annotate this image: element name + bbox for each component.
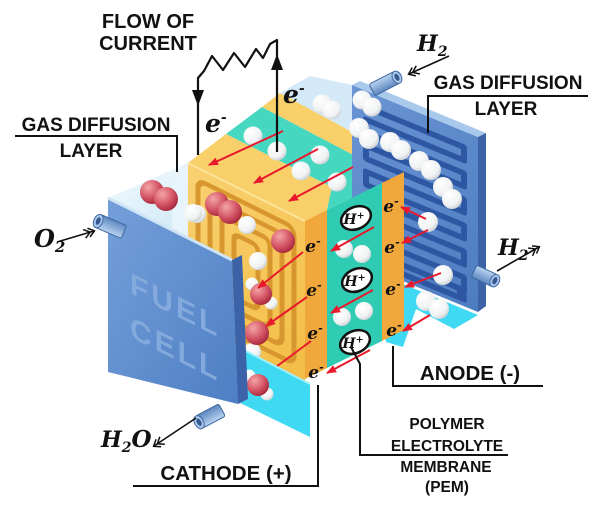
cathode-label: CATHODE (+) (160, 462, 291, 485)
o2-inlet-pipe (92, 213, 127, 239)
text-labels: FLOW OF CURRENT GAS DIFFUSION LAYER GAS … (22, 11, 583, 496)
svg-text:e-: e- (386, 319, 402, 341)
h2-outlet-label: H2 (497, 235, 529, 264)
gdl-left-connector (15, 135, 178, 172)
plate-top-face (352, 81, 486, 137)
electron-arrow-down (192, 90, 204, 106)
h2-inlet-label: H2 (416, 31, 448, 60)
gdl-left-label: GAS DIFFUSION (22, 115, 171, 136)
pem-connector (350, 346, 508, 456)
end-plate-side-face (232, 255, 248, 404)
end-plate-front-face (108, 198, 238, 404)
proton-badge: H+ (340, 266, 374, 294)
h2-outlet-arrow (496, 247, 539, 272)
anode-connector (392, 346, 543, 387)
fuel-cell-end-plate: FUEL CELL (92, 196, 248, 430)
label-connectors (15, 95, 588, 487)
anode-label: ANODE (-) (420, 362, 520, 385)
cathode-catalyst-layer (305, 210, 327, 379)
svg-text:e-: e- (383, 195, 399, 217)
svg-text:e-: e- (384, 236, 400, 258)
svg-text:MEMBRANE: MEMBRANE (400, 459, 491, 476)
h2o-outlet-pipe (193, 404, 226, 430)
oxygen-molecules (140, 180, 295, 345)
proton-labels: H+ H+ H+ (338, 204, 374, 356)
pem-label: POLYMER (409, 416, 484, 433)
flow-of-current-label: FLOW OF (102, 11, 194, 33)
electron-arrow-up (271, 54, 283, 70)
svg-text:H+: H+ (342, 211, 364, 229)
svg-text:e-: e- (305, 235, 321, 257)
circuit-wire-and-resistor (196, 38, 279, 155)
svg-text:LAYER: LAYER (475, 99, 538, 120)
gdl-right-connector (427, 95, 588, 133)
svg-text:e-: e- (308, 361, 324, 383)
svg-text:e-: e- (307, 322, 323, 344)
gdl-right-label: GAS DIFFUSION (434, 73, 583, 94)
plate-side-face (478, 133, 486, 312)
h2-inlet-arrow (409, 55, 450, 74)
h2-inlet-pipe (369, 70, 403, 96)
svg-text:LAYER: LAYER (60, 141, 123, 162)
cathode-connector (133, 385, 319, 487)
gas-flow-arrows (56, 55, 539, 446)
electron-label-right: e- (283, 80, 305, 109)
h2o-outlet-arrow (154, 417, 197, 446)
h2-outlet-pipe (471, 265, 501, 288)
electron-labels: e- e- e- e- e- e- e- e- (305, 195, 402, 383)
o2-inlet-arrow (56, 231, 94, 243)
svg-text:e-: e- (385, 278, 401, 300)
h2o-outlet-label: H2O (100, 426, 152, 456)
base-plate-left (233, 344, 311, 437)
svg-text:CURRENT: CURRENT (99, 33, 197, 55)
external-circuit: e- e- (192, 38, 305, 155)
svg-text:H+: H+ (343, 273, 365, 291)
o2-inlet-label: O2 (34, 224, 65, 256)
svg-text:ELECTROLYTE: ELECTROLYTE (391, 438, 503, 455)
anode-catalyst-layer (382, 172, 404, 341)
proton-badge: H+ (338, 328, 372, 356)
proton-badge: H+ (339, 204, 373, 232)
svg-text:(PEM): (PEM) (425, 479, 469, 496)
svg-text:e-: e- (306, 279, 322, 301)
electron-label-left: e- (205, 109, 227, 138)
